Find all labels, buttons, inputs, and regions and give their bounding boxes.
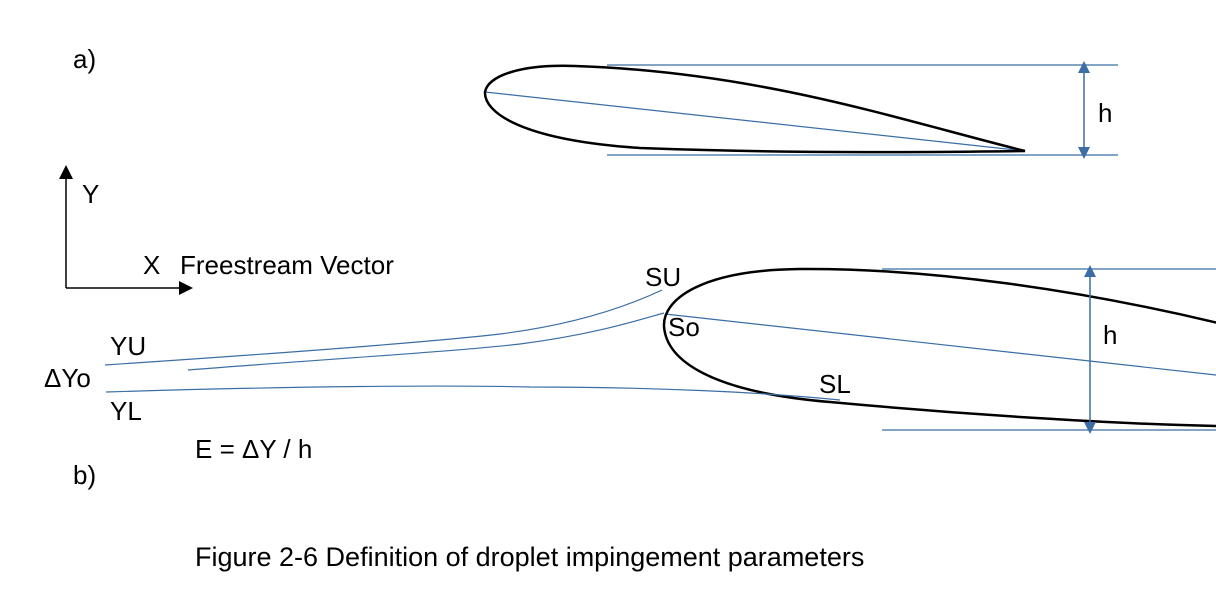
- x-axis-label: X: [143, 250, 160, 280]
- chord-line: [484, 91, 1026, 152]
- chord-line-b: [664, 313, 1216, 376]
- stagnation-trajectory: [187, 312, 665, 371]
- lower-tangent-trajectory: [105, 385, 841, 401]
- upper-tangent-trajectory: [104, 289, 663, 366]
- thickness-label: h: [1098, 98, 1112, 128]
- delta-yo-label: ΔYo: [44, 363, 91, 393]
- panel-a: a) h: [73, 44, 1118, 159]
- airfoil-outline-b: [662, 267, 1216, 428]
- efficiency-formula: E = ΔY / h: [195, 434, 312, 464]
- coordinate-axes: Y X Freestream Vector: [59, 165, 394, 295]
- panel-b: h SU So SL YU ΔYo YL E = ΔY / h b): [44, 262, 1216, 490]
- panel-a-label: a): [73, 44, 96, 74]
- yl-label: YL: [110, 396, 142, 426]
- so-label: So: [668, 312, 700, 342]
- y-axis-label: Y: [82, 179, 99, 209]
- sl-label: SL: [819, 369, 851, 399]
- thickness-label-b: h: [1103, 320, 1117, 350]
- yu-label: YU: [110, 331, 146, 361]
- su-label: SU: [645, 262, 681, 292]
- figure-caption: Figure 2-6 Definition of droplet impinge…: [195, 542, 864, 572]
- airfoil-outline: [483, 64, 1026, 154]
- panel-b-label: b): [73, 460, 96, 490]
- freestream-label: Freestream Vector: [180, 250, 394, 280]
